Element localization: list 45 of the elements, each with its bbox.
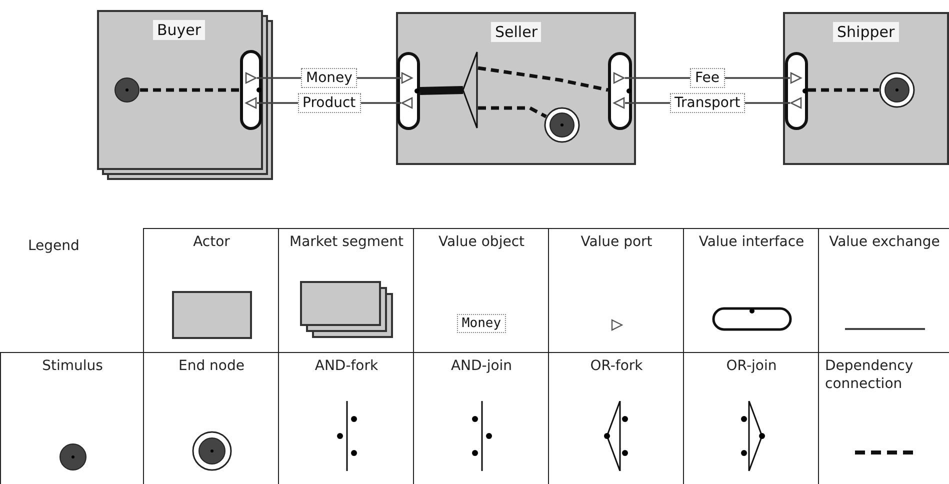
dependency-line [140, 88, 240, 92]
or-fork-symbol [463, 52, 478, 128]
value-object-label: Fee [690, 68, 725, 88]
legend-label: OR-join [725, 357, 778, 375]
end-node-circle [879, 72, 915, 108]
value-port-triangle [401, 97, 413, 109]
value-port-triangle [245, 72, 257, 84]
actor-name: Buyer [153, 20, 206, 40]
value-interface [785, 52, 808, 130]
actor-name: Seller [491, 22, 542, 42]
value-object-label: Money [456, 314, 506, 333]
value-port-triangle [401, 72, 413, 84]
value-port-triangle [790, 97, 802, 109]
legend-label: Dependency connection [825, 357, 914, 393]
legend-label: AND-fork [314, 357, 380, 375]
legend-label: Value exchange [828, 233, 941, 251]
legend-label: End node [178, 357, 246, 375]
legend-label: Value port [580, 233, 654, 251]
legend-heading: Legend [28, 238, 80, 254]
value-port-triangle [613, 72, 625, 84]
value-port-triangle [245, 97, 257, 109]
value-object-label: Money [301, 68, 358, 88]
actor-box [783, 12, 949, 165]
value-object-label: Product [298, 93, 361, 113]
actor-box [396, 12, 636, 165]
value-interface [240, 50, 262, 130]
value-object-label: Transport [670, 93, 746, 113]
legend-label: Market segment [288, 233, 404, 251]
value-interface [397, 52, 420, 130]
dependency-line [808, 88, 879, 92]
stimulus-circle [114, 77, 140, 103]
value-interface [608, 52, 632, 130]
legend-label: Actor [192, 233, 231, 251]
market-segment-stack [97, 10, 273, 180]
legend-label: AND-join [450, 357, 514, 375]
dependency-line [478, 106, 547, 118]
end-node-circle [544, 107, 580, 143]
legend-label: Value object [437, 233, 526, 251]
legend-label: OR-fork [589, 357, 644, 375]
value-port-triangle [790, 72, 802, 84]
value-port-triangle [613, 97, 625, 109]
actor-name: Shipper [833, 22, 899, 42]
legend-label: Value interface [698, 233, 806, 251]
legend-label: Stimulus [41, 357, 104, 375]
dependency-line [478, 66, 608, 92]
